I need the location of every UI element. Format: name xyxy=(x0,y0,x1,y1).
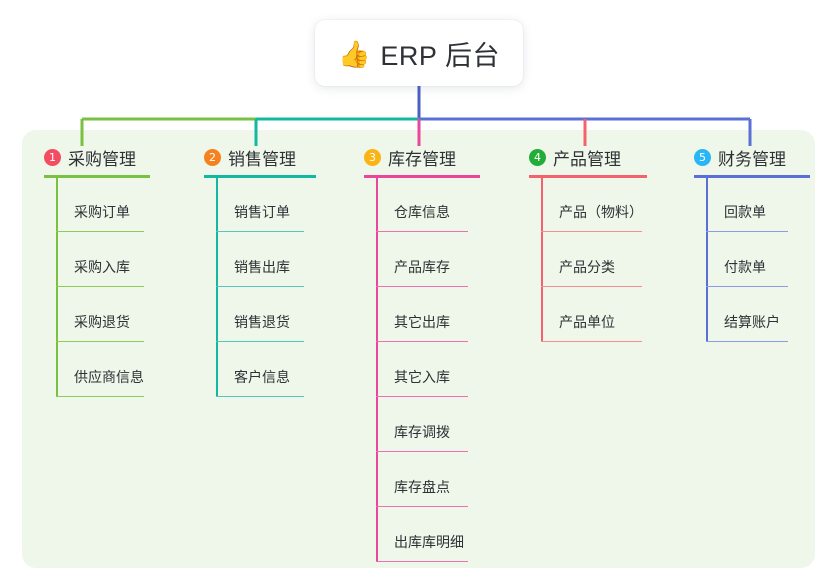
leaf-item-rule xyxy=(376,230,468,232)
leaf-item[interactable]: 销售订单 xyxy=(216,177,304,232)
column-1: 1 采购管理采购订单采购入库采购退货供应商信息 xyxy=(40,145,150,397)
leaf-item-label: 销售订单 xyxy=(234,204,290,220)
leaf-item-label: 产品单位 xyxy=(559,314,615,330)
column-spine-1 xyxy=(56,177,58,397)
leaf-item[interactable]: 产品单位 xyxy=(541,287,642,342)
column-spine-4 xyxy=(541,177,543,342)
leaf-item[interactable]: 结算账户 xyxy=(706,287,788,342)
leaf-item-rule xyxy=(216,395,304,397)
leaf-item-rule xyxy=(376,450,468,452)
leaf-item[interactable]: 客户信息 xyxy=(216,342,304,397)
leaf-item-label: 产品（物料） xyxy=(559,204,643,220)
leaf-item-rule xyxy=(706,230,788,232)
column-title-3: 库存管理 xyxy=(388,149,456,169)
leaf-item-label: 产品库存 xyxy=(394,259,450,275)
leaf-item[interactable]: 付款单 xyxy=(706,232,788,287)
leaf-item-label: 付款单 xyxy=(724,259,766,275)
leaf-item[interactable]: 产品库存 xyxy=(376,232,468,287)
column-title-2: 销售管理 xyxy=(228,149,296,169)
leaf-item-label: 仓库信息 xyxy=(394,204,450,220)
leaf-item-rule xyxy=(541,340,642,342)
leaf-item-label: 采购入库 xyxy=(74,259,130,275)
leaf-item-label: 供应商信息 xyxy=(74,369,144,385)
leaf-item-rule xyxy=(376,505,468,507)
leaf-item-rule xyxy=(706,340,788,342)
column-spine-5 xyxy=(706,177,708,342)
leaf-item-label: 其它入库 xyxy=(394,369,450,385)
leaf-item-rule xyxy=(216,285,304,287)
column-badge-icon-3: 3 xyxy=(364,148,381,166)
column-header-3[interactable]: 3 库存管理 xyxy=(360,145,456,169)
column-header-4[interactable]: 4 产品管理 xyxy=(525,145,621,169)
leaf-item-label: 结算账户 xyxy=(724,314,780,330)
leaf-item[interactable]: 采购订单 xyxy=(56,177,144,232)
column-5: 5 财务管理回款单付款单结算账户 xyxy=(690,145,810,342)
leaf-item-label: 产品分类 xyxy=(559,259,615,275)
column-header-5[interactable]: 5 财务管理 xyxy=(690,145,786,169)
leaf-item-label: 出库库明细 xyxy=(394,534,464,550)
column-rule-5 xyxy=(694,175,810,178)
column-spine-2 xyxy=(216,177,218,397)
leaf-item-label: 销售退货 xyxy=(234,314,290,330)
leaf-item[interactable]: 仓库信息 xyxy=(376,177,468,232)
leaf-item[interactable]: 采购入库 xyxy=(56,232,144,287)
column-rule-2 xyxy=(204,175,316,178)
leaf-item-label: 库存盘点 xyxy=(394,479,450,495)
leaf-item-rule xyxy=(56,395,144,397)
column-badge-icon-5: 5 xyxy=(694,148,711,166)
leaf-item[interactable]: 回款单 xyxy=(706,177,788,232)
leaf-item[interactable]: 销售退货 xyxy=(216,287,304,342)
leaf-item-rule xyxy=(216,230,304,232)
leaf-item-label: 采购退货 xyxy=(74,314,130,330)
column-rule-1 xyxy=(44,175,150,178)
leaf-item[interactable]: 库存盘点 xyxy=(376,452,468,507)
leaf-item-rule xyxy=(56,285,144,287)
column-badge-icon-4: 4 xyxy=(529,148,546,166)
leaf-item[interactable]: 其它入库 xyxy=(376,342,468,397)
root-node-title: ERP 后台 xyxy=(380,40,500,71)
root-node-card[interactable]: 👍 ERP 后台 xyxy=(315,20,523,86)
leaf-item[interactable]: 出库库明细 xyxy=(376,507,468,562)
column-rule-4 xyxy=(529,175,647,178)
column-title-1: 采购管理 xyxy=(68,149,136,169)
column-title-4: 产品管理 xyxy=(553,149,621,169)
column-title-5: 财务管理 xyxy=(718,149,786,169)
leaf-item-rule xyxy=(376,285,468,287)
column-header-1[interactable]: 1 采购管理 xyxy=(40,145,136,169)
leaf-item[interactable]: 采购退货 xyxy=(56,287,144,342)
leaf-item[interactable]: 产品分类 xyxy=(541,232,642,287)
leaf-item-rule xyxy=(376,340,468,342)
leaf-item[interactable]: 供应商信息 xyxy=(56,342,144,397)
thumbs-up-icon: 👍 xyxy=(338,39,371,69)
leaf-item[interactable]: 库存调拨 xyxy=(376,397,468,452)
leaf-item-rule xyxy=(541,230,642,232)
column-badge-icon-2: 2 xyxy=(204,148,221,166)
leaf-item-label: 其它出库 xyxy=(394,314,450,330)
leaf-item-rule xyxy=(541,285,642,287)
column-rule-3 xyxy=(364,175,480,178)
leaf-item-rule xyxy=(56,230,144,232)
leaf-item-label: 客户信息 xyxy=(234,369,290,385)
column-2: 2 销售管理销售订单销售出库销售退货客户信息 xyxy=(200,145,316,397)
leaf-item-rule xyxy=(216,340,304,342)
column-4: 4 产品管理产品（物料） 产品分类产品单位 xyxy=(525,145,647,342)
column-3: 3 库存管理仓库信息产品库存其它出库其它入库库存调拨库存盘点出库库明细 xyxy=(360,145,480,562)
column-header-2[interactable]: 2 销售管理 xyxy=(200,145,296,169)
leaf-item-rule xyxy=(376,560,468,562)
leaf-item[interactable]: 其它出库 xyxy=(376,287,468,342)
leaf-item-label: 采购订单 xyxy=(74,204,130,220)
leaf-item-rule xyxy=(56,340,144,342)
diagram-panel xyxy=(22,130,815,568)
leaf-item-rule xyxy=(706,285,788,287)
leaf-item-label: 回款单 xyxy=(724,204,766,220)
leaf-item-label: 销售出库 xyxy=(234,259,290,275)
leaf-item-rule xyxy=(376,395,468,397)
leaf-item-label: 库存调拨 xyxy=(394,424,450,440)
column-badge-icon-1: 1 xyxy=(44,148,61,166)
leaf-item[interactable]: 产品（物料） xyxy=(541,177,643,232)
leaf-item[interactable]: 销售出库 xyxy=(216,232,304,287)
column-spine-3 xyxy=(376,177,378,562)
